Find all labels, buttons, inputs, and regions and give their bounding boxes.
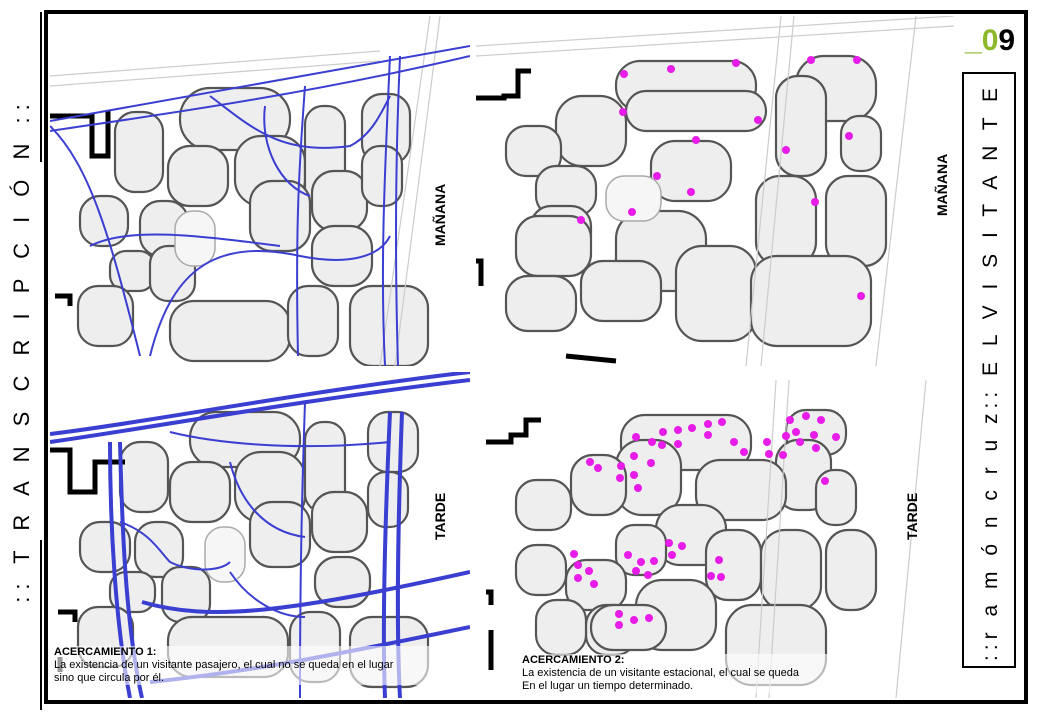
caption-approach-2-line-2: En el lugar un tiempo determinado. — [522, 680, 694, 692]
author-title: ::r a m ó n c r u z:: E L V I S I T A N … — [979, 83, 1003, 661]
title-rule-bottom — [40, 540, 42, 710]
map-morning-visitors — [476, 16, 954, 366]
title-rule-top — [40, 12, 42, 162]
right-title-box: ::r a m ó n c r u z:: E L V I S I T A N … — [962, 72, 1016, 668]
caption-approach-1-line-2: sino que circula por él. — [54, 672, 165, 684]
sheet-number-digit-1: 0 — [981, 24, 999, 57]
map-morning-paths — [50, 16, 470, 366]
time-label-morning-1: MAÑANA — [432, 183, 448, 246]
left-side-title-bar: :: T R A N S C R I P C I Ó N :: — [0, 0, 44, 720]
map-panel-morning-visitors: MAÑANA — [476, 16, 954, 366]
transcripcion-title: :: T R A N S C R I P C I Ó N :: — [9, 97, 34, 603]
map-panel-morning-paths: MAÑANA — [50, 16, 470, 366]
right-title-wrapper: ::r a m ó n c r u z:: E L V I S I T A N … — [964, 74, 1018, 670]
time-label-morning-2: MAÑANA — [934, 153, 950, 216]
map-afternoon-visitors — [486, 380, 927, 698]
caption-approach-1-line-1: La existencia de un visitante pasajero, … — [54, 659, 394, 671]
caption-approach-1-title: ACERCAMIENTO 1: — [54, 646, 157, 658]
caption-approach-2-title: ACERCAMIENTO 2: — [522, 654, 625, 666]
time-label-afternoon-2: TARDE — [904, 492, 920, 540]
map-panel-afternoon-visitors: TARDE — [486, 380, 954, 698]
sheet-number: _09 — [965, 24, 1015, 58]
caption-approach-1: ACERCAMIENTO 1: La existencia de un visi… — [54, 646, 466, 685]
time-label-afternoon-1: TARDE — [432, 492, 448, 540]
caption-approach-2-line-1: La existencia de un visitante estacional… — [522, 667, 800, 679]
transcripcion-title-wrapper: :: T R A N S C R I P C I Ó N :: — [2, 97, 42, 603]
sheet-number-digit-2: 9 — [998, 24, 1016, 57]
caption-approach-2: ACERCAMIENTO 2: La existencia de un visi… — [522, 654, 862, 693]
sheet-number-prefix: _ — [965, 24, 982, 57]
